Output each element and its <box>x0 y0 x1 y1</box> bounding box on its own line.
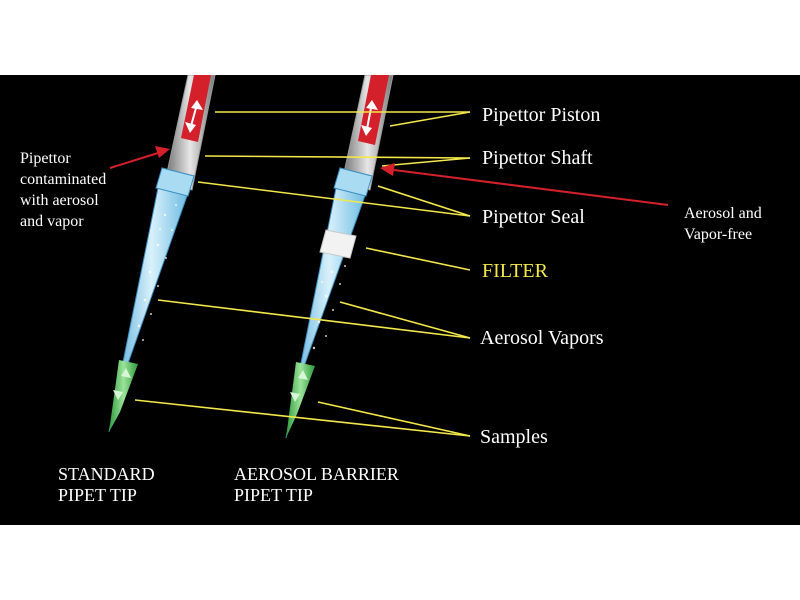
right-aerosol-particles <box>312 265 346 350</box>
label-pipettor-seal: Pipettor Seal <box>482 206 585 228</box>
red-arrows <box>109 146 669 206</box>
left-tip-collar <box>155 167 195 197</box>
left-sample-arrows <box>113 368 131 400</box>
seal-pointer-left <box>197 181 471 217</box>
caption-standard-tip: STANDARD PIPET TIP <box>58 464 155 505</box>
note-vapor-free: Aerosol and Vapor-free <box>684 205 762 243</box>
contaminated-arrow-head <box>155 146 170 158</box>
label-filter: FILTER <box>482 260 548 282</box>
diagram-canvas: Pipettor Piston Pipettor Shaft Pipettor … <box>0 75 800 525</box>
seal-pointer-right <box>377 185 471 217</box>
right-sample <box>286 362 315 438</box>
left-aerosol-particles <box>137 204 177 341</box>
standard-pipet <box>108 75 216 433</box>
right-sample-arrows <box>290 370 308 402</box>
samples-pointer-left <box>134 399 471 437</box>
pointer-lines <box>134 111 471 437</box>
right-filter <box>319 229 357 259</box>
label-pipettor-shaft: Pipettor Shaft <box>482 147 593 169</box>
shaft-pointer-left <box>204 155 471 159</box>
label-samples: Samples <box>480 426 548 448</box>
barrier-pipet <box>285 75 394 439</box>
piston-pointer-right <box>389 111 471 127</box>
samples-pointer-right <box>317 401 471 437</box>
note-contaminated: Pipettor contaminated with aerosol and v… <box>20 150 107 230</box>
vapor-free-arrow-head <box>380 163 395 176</box>
right-tip-collar <box>333 167 373 197</box>
vapor-free-arrow-line <box>393 169 669 206</box>
caption-barrier-tip: AEROSOL BARRIER PIPET TIP <box>234 464 399 505</box>
left-sample <box>109 360 138 432</box>
filter-pointer <box>365 247 471 271</box>
shaft-pointer-right <box>381 157 471 167</box>
label-aerosol-vapors: Aerosol Vapors <box>480 327 604 349</box>
aerosol-pointer-left <box>157 299 471 339</box>
aerosol-pointer-right <box>339 301 471 339</box>
left-piston-arrows <box>185 100 203 133</box>
label-pipettor-piston: Pipettor Piston <box>482 104 601 126</box>
contaminated-arrow-line <box>109 152 159 169</box>
pipet-diagram <box>108 75 669 439</box>
